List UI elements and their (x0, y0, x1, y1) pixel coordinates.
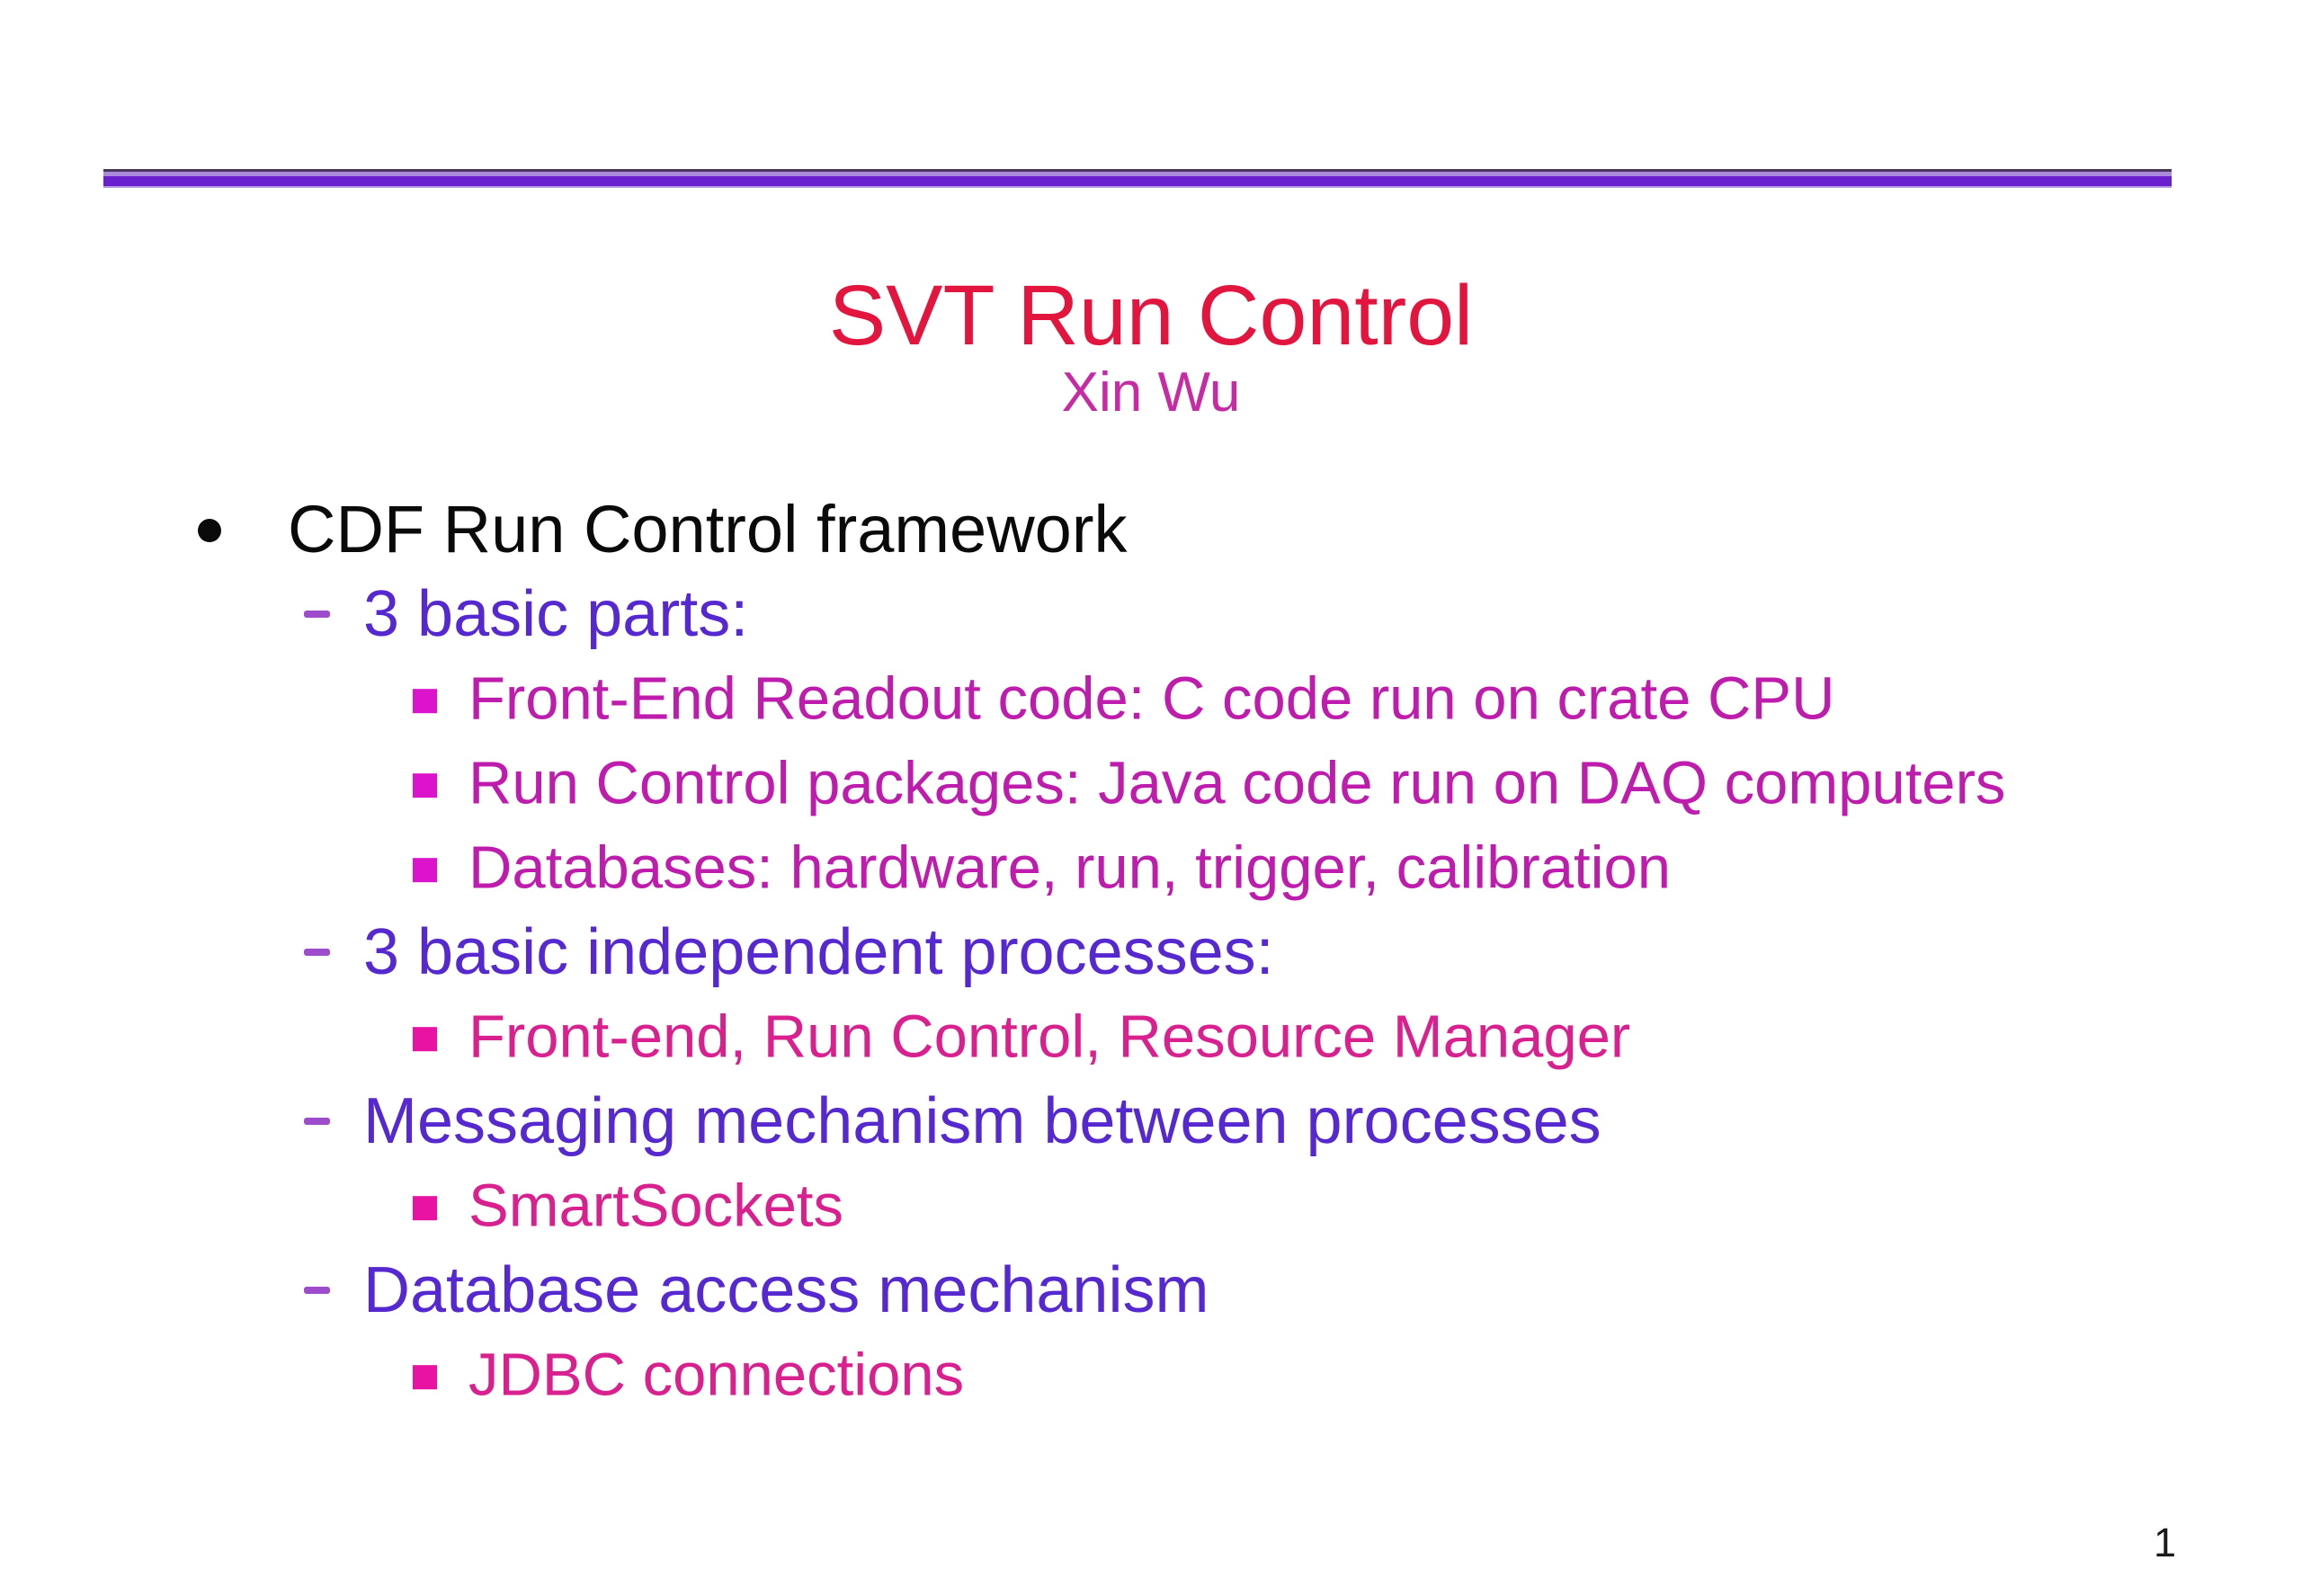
page-number: 1 (2153, 1520, 2176, 1565)
list-item-text: SmartSockets (468, 1172, 844, 1240)
top-divider-rule (103, 169, 2172, 188)
list-item-text: Databases: hardware, run, trigger, calib… (468, 834, 1671, 902)
list-item: 3 basic parts: (0, 572, 2302, 656)
bullet-dash-icon (304, 1118, 330, 1125)
list-item: Database access mechanism (0, 1248, 2302, 1333)
bullet-square-icon (413, 1365, 437, 1390)
list-item-text: Run Control packages: Java code run on D… (468, 749, 2006, 817)
list-item: Databases: hardware, run, trigger, calib… (0, 825, 2302, 910)
list-item: Front-End Readout code: C code run on cr… (0, 656, 2302, 741)
list-item-text: Messaging mechanism between processes (363, 1085, 1602, 1157)
list-item: JDBC connections (0, 1333, 2302, 1417)
bullet-square-icon (413, 858, 437, 883)
bullet-dash-icon (304, 949, 330, 956)
bullet-square-icon (413, 1196, 437, 1221)
list-item-text: Database access mechanism (363, 1254, 1209, 1326)
bullet-square-icon (413, 1027, 437, 1052)
list-item: Front-end, Run Control, Resource Manager (0, 994, 2302, 1079)
list-item: Messaging mechanism between processes (0, 1079, 2302, 1164)
list-item: 3 basic independent processes: (0, 910, 2302, 994)
bullet-dash-icon (304, 611, 330, 618)
list-item-text: JDBC connections (468, 1341, 965, 1409)
bullet-square-icon (413, 689, 437, 714)
bullet-square-icon (413, 773, 437, 798)
slide-author: Xin Wu (1061, 361, 1241, 424)
bullet-dash-icon (304, 1287, 330, 1294)
list-item-text: 3 basic parts: (363, 578, 749, 650)
bullet-list: CDF Run Control framework 3 basic parts: F… (0, 487, 2302, 1417)
list-item-text: Front-end, Run Control, Resource Manager (468, 1003, 1631, 1071)
list-item-text: Front-End Readout code: C code run on cr… (468, 664, 1835, 733)
list-item: SmartSockets (0, 1164, 2302, 1248)
list-item: Run Control packages: Java code run on D… (0, 741, 2302, 825)
list-item-text: CDF Run Control framework (288, 492, 1128, 566)
slide-title: SVT Run Control (828, 268, 1474, 363)
bullet-dot-icon (198, 519, 221, 543)
list-item: CDF Run Control framework (0, 487, 2302, 572)
list-item-text: 3 basic independent processes: (363, 916, 1274, 988)
